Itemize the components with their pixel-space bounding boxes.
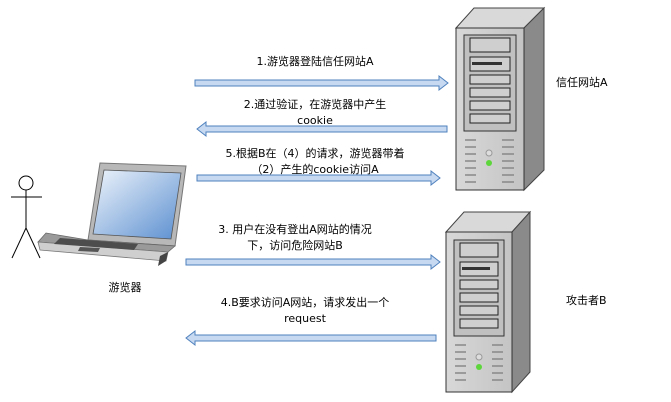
arrows-layer [185,74,449,347]
step4-arrow-left [185,329,437,347]
step1-label: 1.游览器登陆信任网站A [200,54,430,70]
stick-figure-icon [11,175,42,259]
step4-label: 4.B要求访问A网站，请求发出一个 request [190,295,420,327]
step4-line: request [284,312,326,325]
step1-line: 1.游览器登陆信任网站A [256,55,374,68]
step4-line: 4.B要求访问A网站，请求发出一个 [220,296,390,309]
site-a-label: 信任网站A [556,76,608,89]
step3-line: 3. 用户在没有登出A网站的情况 [218,223,372,236]
step5-arrow-right [196,169,441,187]
step5-line: （2）产生的cookie访问A [251,163,379,176]
step3-arrow-right [185,253,441,271]
step2-arrow-left [196,120,448,138]
step1-arrow-right [194,74,449,92]
step3-line: 下，访问危险网站B [247,239,343,252]
attacker-b-label: 攻击者B [566,294,607,307]
server-icon-site-a [454,6,546,192]
step5-label: 5.根据B在（4）的请求，游览器带着 （2）产生的cookie访问A [190,146,440,178]
step2-label: 2.通过验证，在游览器中产生 cookie [200,97,430,129]
server-icon-attacker-b [444,210,532,394]
step2-line: cookie [297,114,333,127]
browser-label: 游览器 [108,281,142,294]
step5-line: 5.根据B在（4）的请求，游览器带着 [225,147,405,160]
step3-label: 3. 用户在没有登出A网站的情况 下，访问危险网站B [190,222,400,254]
step2-line: 2.通过验证，在游览器中产生 [243,98,387,111]
laptop-icon [37,162,187,266]
